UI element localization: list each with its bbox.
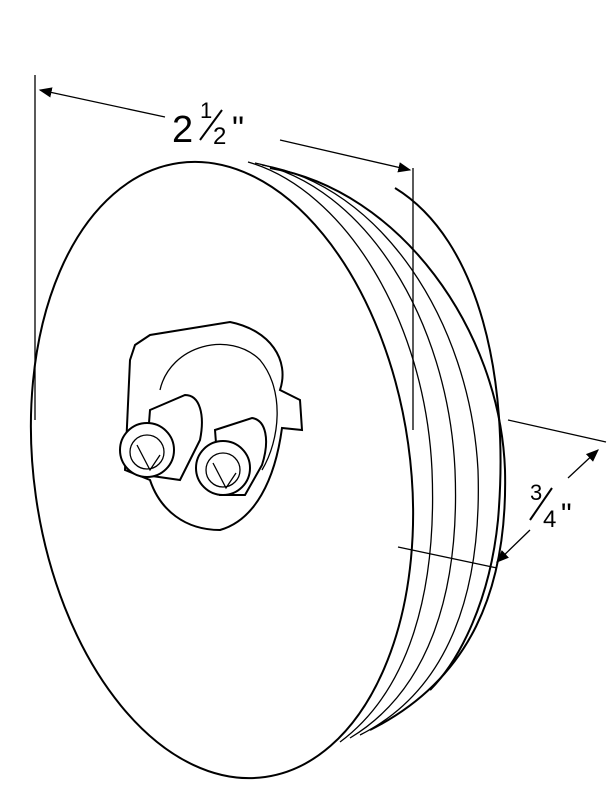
diameter-numerator: 1: [200, 98, 212, 123]
terminal-left: [119, 422, 175, 478]
connector: [119, 320, 304, 532]
depth-denominator: 4: [543, 506, 556, 533]
diameter-whole: 2: [172, 109, 193, 151]
terminal-right: [195, 440, 251, 496]
depth-unit: ": [561, 498, 572, 531]
diameter-unit: ": [232, 110, 244, 148]
depth-dimension: 3 4 ": [397, 419, 607, 569]
housing-rims: [247, 161, 507, 743]
depth-numerator: 3: [530, 480, 542, 505]
diameter-denominator: 2: [213, 123, 226, 150]
diameter-dimension: 2 1 2 ": [34, 75, 414, 430]
